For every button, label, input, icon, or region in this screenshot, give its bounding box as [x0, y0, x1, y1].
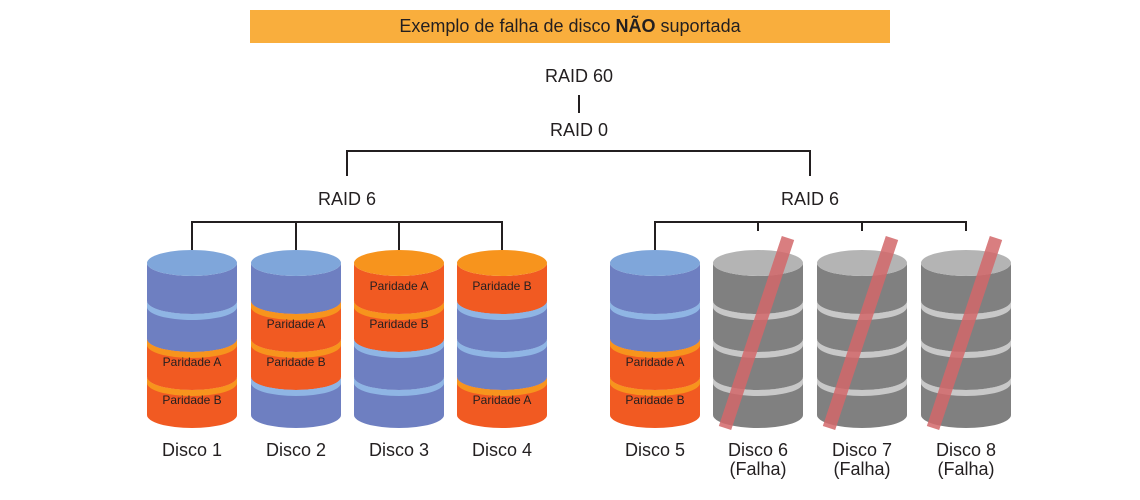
failure-strike: [718, 235, 795, 431]
disk-top: [457, 250, 547, 276]
failure-strike: [822, 235, 899, 431]
disk-segment: [147, 263, 237, 314]
segment-label: Paridade B: [162, 393, 221, 407]
segment-label: Paridade A: [163, 355, 222, 369]
segment-separator: [457, 377, 547, 396]
segment-separator: [457, 301, 547, 320]
segment-separator: [251, 339, 341, 358]
segment-separator: [251, 301, 341, 320]
disk-7: Disco 7(Falha): [817, 235, 907, 479]
failure-strike: [926, 235, 1003, 431]
segment-separator: [457, 339, 547, 358]
segment-separator: [921, 339, 1011, 358]
disk-top: [354, 250, 444, 276]
segment-separator: [354, 339, 444, 358]
disk-name: Disco 1: [162, 440, 222, 460]
segment-separator: [713, 339, 803, 358]
segment-separator: [610, 377, 700, 396]
disk-name: Disco 6: [728, 440, 788, 460]
disk-segment: [251, 263, 341, 314]
disk-name: Disco 8: [936, 440, 996, 460]
title-emphasis: NÃO: [615, 16, 656, 36]
right-group-branch: [654, 221, 967, 250]
disk-name: Disco 3: [369, 440, 429, 460]
disk-2: Paridade A Paridade B Disco 2: [251, 250, 341, 460]
left-group-branch: [191, 221, 503, 250]
segment-separator: [354, 377, 444, 396]
disk-name: Disco 4: [472, 440, 532, 460]
disk-3: Paridade A Paridade B Disco 3: [354, 250, 444, 460]
left-raid6-label: RAID 6: [318, 189, 376, 209]
disk-segment: [354, 263, 444, 314]
segment-label: Paridade A: [370, 279, 429, 293]
segment-label: Paridade B: [369, 317, 428, 331]
right-raid6-label: RAID 6: [781, 189, 839, 209]
root-label: RAID 60: [545, 66, 613, 86]
disk-4: Paridade B Paridade A Disco 4: [457, 250, 547, 460]
raid0-label: RAID 0: [550, 120, 608, 140]
disk-8: Disco 8(Falha): [921, 235, 1011, 479]
disk-top: [610, 250, 700, 276]
disk-status: (Falha): [729, 459, 786, 479]
tree-connectors: [191, 95, 967, 250]
raid0-branch: [346, 150, 811, 176]
title-banner: Exemplo de falha de disco NÃO suportada: [250, 10, 890, 43]
disk-name: Disco 5: [625, 440, 685, 460]
segment-separator: [147, 377, 237, 396]
segment-separator: [147, 339, 237, 358]
segment-label: Paridade B: [625, 393, 684, 407]
segment-separator: [354, 301, 444, 320]
disk-name: Disco 2: [266, 440, 326, 460]
segment-separator: [610, 339, 700, 358]
title-prefix: Exemplo de falha de disco: [399, 16, 611, 36]
disk-segment: [610, 263, 700, 314]
segment-separator: [610, 301, 700, 320]
segment-label: Paridade A: [473, 393, 532, 407]
segment-separator: [713, 301, 803, 320]
disk-top: [251, 250, 341, 276]
segment-separator: [147, 301, 237, 320]
segment-label: Paridade B: [472, 279, 531, 293]
disk-top: [147, 250, 237, 276]
segment-label: Paridade A: [626, 355, 685, 369]
disk-segment: [457, 263, 547, 314]
disk-name: Disco 7: [832, 440, 892, 460]
segment-separator: [251, 377, 341, 396]
segment-label: Paridade B: [266, 355, 325, 369]
disk-5: Paridade A Paridade B Disco 5: [610, 250, 700, 460]
segment-label: Paridade A: [267, 317, 326, 331]
segment-separator: [921, 301, 1011, 320]
segment-separator: [817, 301, 907, 320]
disk-status: (Falha): [833, 459, 890, 479]
segment-separator: [817, 339, 907, 358]
disk-1: Paridade A Paridade B Disco 1: [147, 250, 237, 460]
disk-6: Disco 6(Falha): [713, 235, 803, 479]
title-suffix: suportada: [660, 16, 741, 36]
disk-status: (Falha): [937, 459, 994, 479]
